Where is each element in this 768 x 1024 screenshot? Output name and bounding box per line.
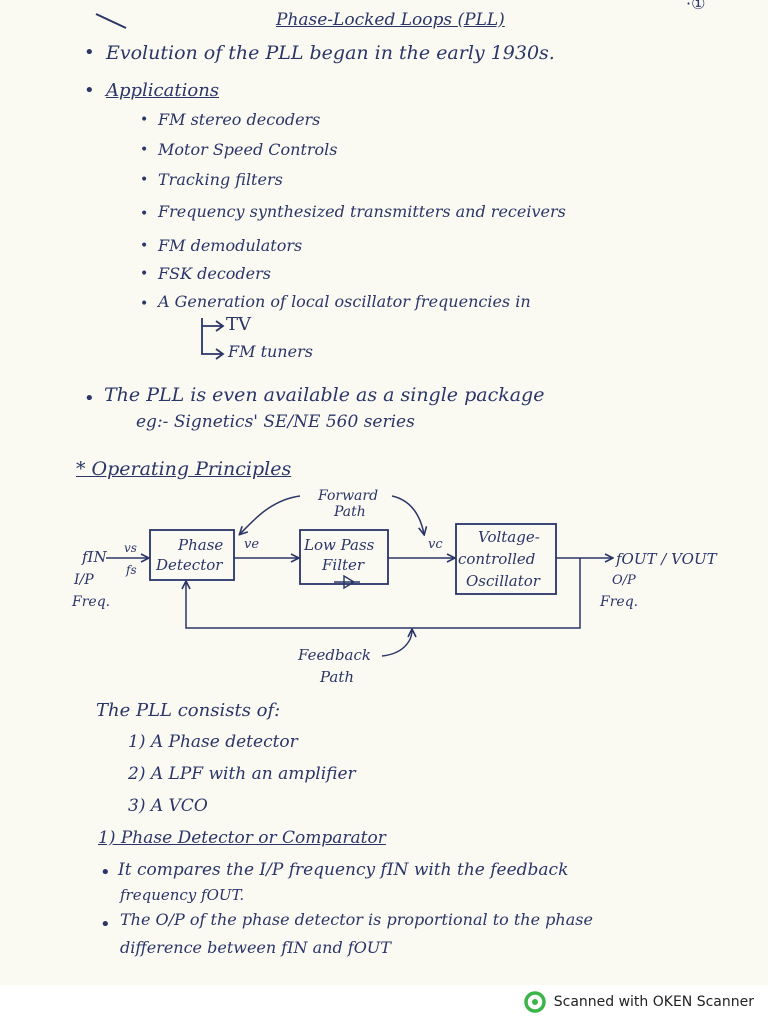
application-item: Motor Speed Controls: [158, 140, 338, 159]
forward-path-label: Forward: [317, 488, 378, 504]
bullet: •: [100, 914, 111, 935]
pll-block-diagram: Forward Path Phase Detector Low Pass Fil…: [71, 488, 718, 686]
vs-label: vs: [124, 541, 137, 555]
bullet: •: [100, 862, 111, 883]
forward-path-label: Path: [333, 504, 366, 520]
bullet: •: [140, 112, 149, 128]
notes-page: ·① Phase-Locked Loops (PLL) • Evolution …: [0, 0, 768, 985]
bullet: •: [140, 206, 149, 222]
feedback-path-label: Feedback: [297, 646, 371, 664]
phase-detector-block: [149, 529, 235, 581]
phase-detector-text: It compares the I/P frequency fIN with t…: [118, 860, 569, 880]
bullet: •: [140, 266, 149, 282]
page-title: Phase-Locked Loops (PLL): [276, 10, 505, 30]
feedback-pointer: [381, 630, 412, 657]
bullet: •: [84, 388, 95, 409]
input-label: I/P: [73, 572, 94, 588]
bullet: •: [140, 296, 149, 312]
intro-text: Evolution of the PLL began in the early …: [106, 42, 555, 64]
application-item: FM stereo decoders: [158, 110, 321, 129]
application-item: Tracking filters: [158, 170, 283, 189]
feedback-loop: [186, 558, 581, 629]
output-label: O/P: [612, 573, 636, 588]
phase-detector-text: The O/P of the phase detector is proport…: [120, 910, 593, 929]
application-subitem: FM tuners: [228, 342, 313, 361]
scanner-watermark-text: Scanned with OKEN Scanner: [553, 994, 754, 1010]
bullet: •: [140, 238, 149, 254]
applications-heading: Applications: [106, 80, 220, 101]
package-example: eg:- Signetics' SE/NE 560 series: [136, 412, 415, 432]
vco-label: Voltage-: [478, 528, 540, 546]
amplifier-symbol: [334, 574, 360, 590]
bleed-through: [560, 80, 750, 480]
branch-arrows: [201, 318, 225, 360]
phase-detector-label: Phase: [177, 536, 223, 554]
application-item: FM demodulators: [158, 236, 303, 255]
page-mark: ·①: [686, 0, 706, 13]
input-label: fIN: [81, 548, 107, 566]
corner-stroke: [95, 13, 127, 29]
component-item: 3) A VCO: [128, 796, 208, 816]
bullet: •: [140, 172, 149, 188]
application-item: Frequency synthesized transmitters and r…: [158, 202, 566, 221]
vco-label: controlled: [458, 550, 535, 568]
scanner-watermark: Scanned with OKEN Scanner: [523, 989, 754, 1015]
lpf-label: Low Pass: [303, 536, 375, 554]
input-label: Freq.: [71, 594, 110, 610]
vco-label: Oscillator: [466, 572, 541, 590]
output-label: fOUT / VOUT: [615, 550, 718, 568]
fs-label: fs: [125, 563, 137, 577]
oken-logo-icon: [523, 991, 546, 1013]
component-item: 2) A LPF with an amplifier: [128, 764, 356, 784]
forward-path-curve: [391, 495, 424, 534]
forward-path-curve: [240, 495, 301, 534]
phase-detector-heading: 1) Phase Detector or Comparator: [98, 828, 386, 848]
lpf-label: Filter: [321, 556, 365, 574]
phase-detector-text: difference between fIN and fOUT: [120, 938, 391, 957]
component-item: 1) A Phase detector: [128, 732, 298, 752]
output-label: Freq.: [599, 594, 638, 610]
bullet: •: [140, 142, 149, 158]
bullet: •: [84, 42, 95, 63]
feedback-path-label: Path: [319, 668, 354, 686]
application-item: A Generation of local oscillator frequen…: [158, 292, 531, 311]
phase-detector-text: frequency fOUT.: [120, 886, 245, 904]
vco-block: [455, 523, 557, 595]
vc-label: vc: [428, 537, 443, 552]
consists-heading: The PLL consists of:: [96, 700, 281, 721]
application-item: FSK decoders: [158, 264, 271, 283]
package-note: The PLL is even available as a single pa…: [104, 384, 545, 406]
ve-label: ve: [244, 537, 259, 552]
phase-detector-label: Detector: [155, 556, 223, 574]
bullet: •: [84, 80, 95, 101]
operating-principles-heading: * Operating Principles: [76, 458, 292, 480]
application-subitem: TV: [226, 314, 252, 335]
